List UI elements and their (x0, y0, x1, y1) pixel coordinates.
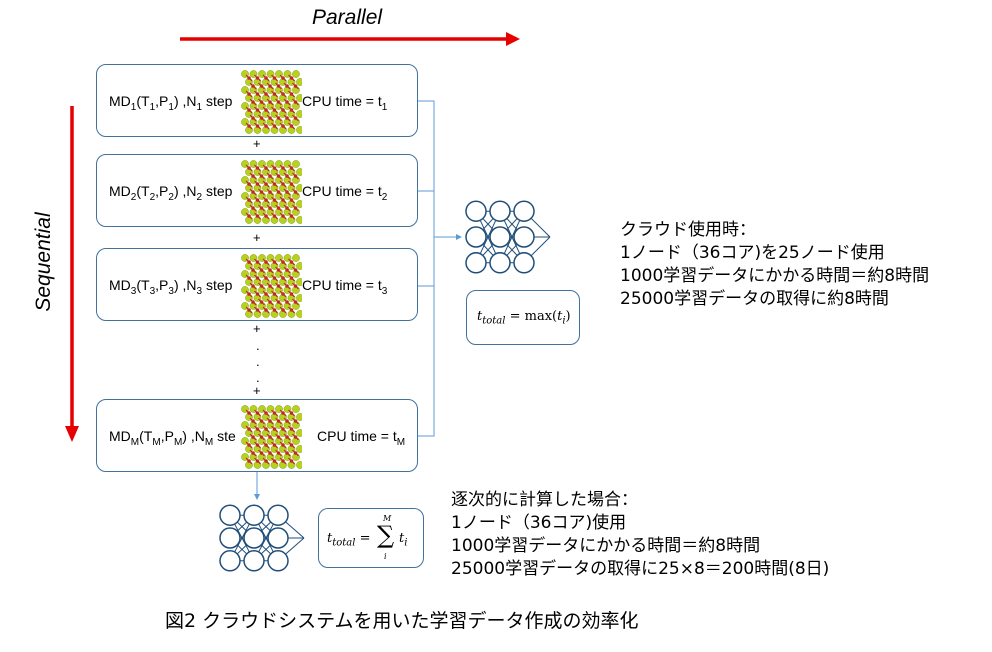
md-simulation-box: MD1(T1,P1) ,N1 step CPU time = t1 (96, 64, 418, 137)
md-label: MD2(T2,P2) ,N2 step (109, 182, 233, 203)
ellipsis-dot: . (256, 354, 260, 369)
parallel-label: Parallel (312, 6, 383, 29)
md-label: MD3(T3,P3) ,N3 step (109, 276, 233, 297)
cpu-time-label: CPU time = t1 (302, 92, 388, 113)
crystal-structure-icon (241, 69, 302, 134)
md-simulation-box: MD2(T2,P2) ,N2 step CPU time = t2 (96, 154, 418, 227)
parallel-formula-box: ttotal = max(ti) (466, 290, 580, 345)
cloud-usage-text: クラウド使用時： 1ノード（36コア)を25ノード使用 1000学習データにかか… (620, 220, 930, 309)
ellipsis-dot: . (256, 370, 260, 385)
formula-t: t (477, 309, 483, 324)
plus-sign: + (253, 230, 261, 245)
sequential-formula-box: ttotal = M ∑ i ti (318, 508, 424, 568)
figure-caption: 図2 クラウドシステムを用いた学習データ作成の効率化 (165, 610, 639, 632)
cpu-time-label: CPU time = t2 (302, 182, 388, 203)
neural-network-icon (219, 504, 305, 572)
plus-sign: + (253, 383, 261, 398)
crystal-structure-icon (241, 159, 302, 224)
crystal-structure-icon (241, 404, 302, 469)
ellipsis-dot: . (256, 338, 260, 353)
crystal-structure-icon (241, 253, 302, 318)
md-label: MD1(T1,P1) ,N1 step (109, 92, 233, 113)
sequential-usage-text: 逐次的に計算した場合： 1ノード（36コア)使用 1000学習データにかかる時間… (451, 490, 830, 579)
plus-sign: + (253, 321, 261, 336)
neural-network-icon (465, 200, 551, 274)
cpu-time-label: CPU time = tM (317, 427, 406, 448)
parallel-arrow (180, 32, 520, 46)
md-label: MDM(TM,PM) ,NM ste (109, 427, 236, 448)
md-simulation-box: MD3(T3,P3) ,N3 step CPU time = t3 (96, 248, 418, 321)
md-simulation-box: MDM(TM,PM) ,NM ste CPU time = tM (96, 399, 418, 472)
cpu-time-label: CPU time = t3 (302, 276, 388, 297)
sequential-arrow (65, 106, 79, 442)
plus-sign: + (253, 136, 261, 151)
